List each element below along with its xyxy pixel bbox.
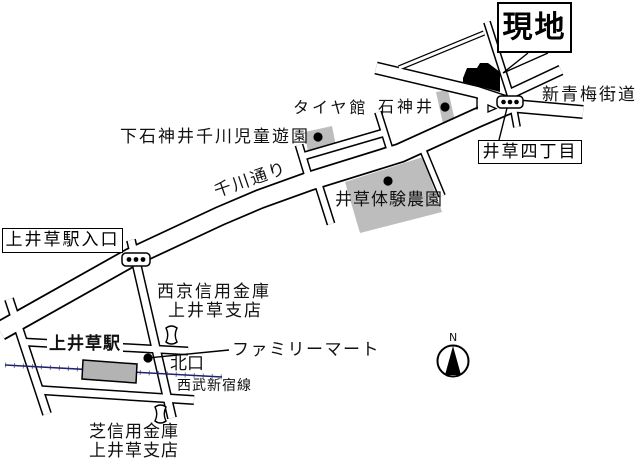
tire-kan-label: タイヤ館 bbox=[293, 98, 369, 117]
playground-dot-icon bbox=[313, 132, 323, 142]
iogusa-4chome-label: 井草四丁目 bbox=[482, 141, 578, 162]
shakujii-label: 石神井 bbox=[378, 97, 436, 116]
station-name-label: 上井草駅 bbox=[47, 334, 123, 354]
bank-icon bbox=[165, 325, 178, 345]
traffic-signal-icon bbox=[496, 95, 524, 109]
familymart-dot-icon bbox=[143, 353, 153, 363]
iogusa-4chome-leader-line bbox=[498, 107, 508, 141]
seikyo-bank-branch: 上井草支店 bbox=[168, 301, 263, 321]
kamiigusa-station-entrance-sign: 上井草駅入口 bbox=[2, 228, 123, 253]
station-building-icon bbox=[81, 359, 138, 384]
shiba-bank-name: 芝信用金庫 bbox=[89, 422, 179, 442]
railway-line-label: 西武新宿線 bbox=[177, 378, 252, 394]
destination-label: 現地 bbox=[502, 9, 567, 45]
bank-icon bbox=[154, 404, 167, 424]
traffic-signal-icon bbox=[121, 252, 151, 267]
iogusa-4chome-sign: 井草四丁目 bbox=[478, 140, 582, 164]
playground-label: 下石神井千川児童遊園 bbox=[120, 127, 310, 147]
kamiigusa-station-entrance-label: 上井草駅入口 bbox=[5, 230, 120, 250]
destination-callout: 現地 bbox=[497, 2, 572, 53]
north-exit-label: 北口 bbox=[170, 354, 204, 374]
north-arrow-label: N bbox=[449, 331, 458, 344]
shakujii-dot-icon bbox=[440, 102, 450, 112]
traffic-island-icon bbox=[487, 104, 498, 113]
farm-dot-icon bbox=[383, 176, 393, 186]
shin-ome-kaido-label: 新青梅街道 bbox=[542, 85, 637, 105]
farm-label: 井草体験農園 bbox=[335, 190, 443, 210]
seikyo-bank-name: 西京信用金庫 bbox=[157, 282, 271, 302]
destination-building-icon bbox=[463, 63, 500, 92]
familymart-label: ファミリーマート bbox=[232, 340, 380, 360]
familymart-leader-line bbox=[151, 349, 230, 359]
shiba-bank-branch: 上井草支店 bbox=[89, 441, 179, 461]
north-arrow-icon bbox=[436, 344, 470, 378]
farm-area bbox=[345, 157, 442, 233]
destination-callout-pointer bbox=[502, 52, 549, 74]
